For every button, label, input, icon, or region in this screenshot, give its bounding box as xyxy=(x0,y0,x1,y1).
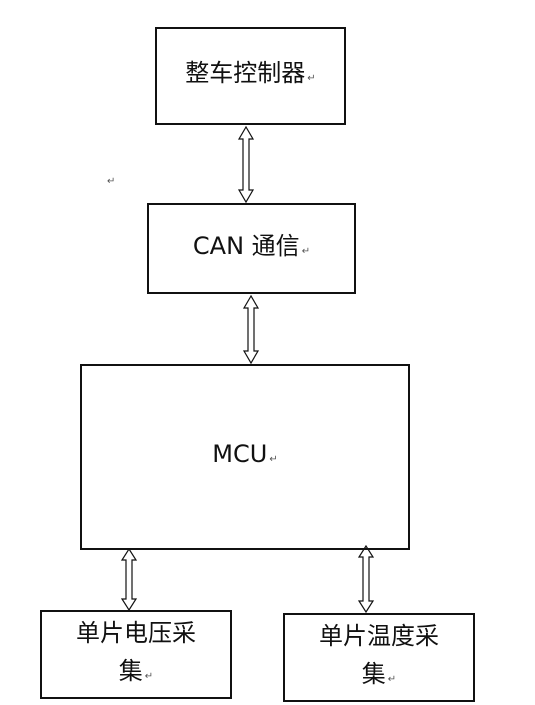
cell-temperature-acquisition-box: 单片温度采 集↵ xyxy=(283,613,475,702)
mcu-label: MCU↵ xyxy=(212,440,278,468)
paragraph-mark-icon: ↵ xyxy=(144,670,154,682)
paragraph-mark-icon: ↵ xyxy=(387,673,397,685)
vehicle-controller-label: 整车控制器↵ xyxy=(185,59,316,87)
can-communication-box: CAN 通信↵ xyxy=(147,203,356,294)
cell-voltage-acquisition-label: 单片电压采 集↵ xyxy=(76,618,196,685)
mcu-box: MCU↵ xyxy=(80,364,410,550)
paragraph-mark-icon: ↵ xyxy=(301,245,311,257)
can-communication-label: CAN 通信↵ xyxy=(192,231,311,260)
cell-temperature-acquisition-label: 单片温度采 集↵ xyxy=(319,621,439,688)
vehicle-controller-box: 整车控制器↵ xyxy=(155,27,346,125)
paragraph-mark-icon: ↵ xyxy=(107,176,116,187)
paragraph-mark-icon: ↵ xyxy=(307,73,316,84)
double-arrow-mcu-voltage xyxy=(120,547,138,612)
double-arrow-mcu-temperature xyxy=(357,544,375,614)
double-arrow-controller-can xyxy=(237,125,255,204)
paragraph-mark-icon: ↵ xyxy=(269,454,278,465)
double-arrow-can-mcu xyxy=(242,294,260,365)
cell-voltage-acquisition-box: 单片电压采 集↵ xyxy=(40,610,232,699)
